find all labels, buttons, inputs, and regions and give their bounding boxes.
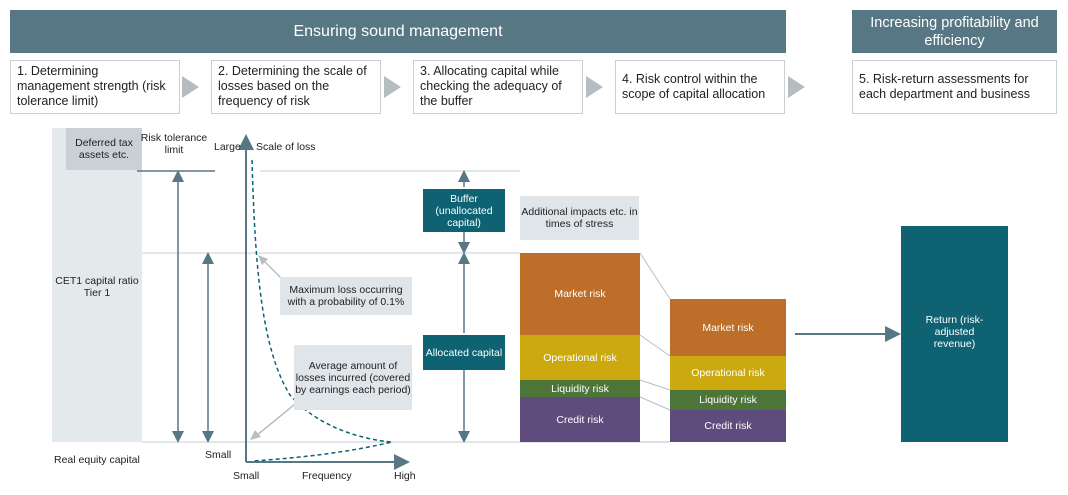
axis-scale-of-loss-label: Scale of loss [256, 141, 316, 153]
step-1-box: 1. Determining management strength (risk… [10, 60, 180, 114]
step-3-box: 3. Allocating capital while checking the… [413, 60, 583, 114]
step-2-box: 2. Determining the scale of losses based… [211, 60, 381, 114]
stress-impact-text: Additional impacts etc. in times of stre… [521, 206, 638, 230]
liquidity-risk-label: Liquidity risk [699, 394, 757, 406]
market-risk-label: Market risk [554, 288, 606, 300]
step-1-text: 1. Determining management strength (risk… [17, 64, 166, 108]
max-loss-callout: Maximum loss occurring with a probabilit… [280, 277, 412, 315]
axis-small-x-label: Small [233, 470, 260, 482]
market-risk-label: Market risk [702, 321, 754, 334]
real-equity-label: Real equity capital [54, 454, 140, 466]
banner-main-text: Ensuring sound management [293, 22, 503, 40]
operational-risk-block: Operational risk [670, 356, 786, 390]
risk-tolerance-label: Risk tolerance limit [140, 132, 208, 156]
operational-risk-label: Operational risk [543, 351, 617, 364]
connector-line [639, 379, 671, 391]
axis-small-y-label: Small [205, 449, 232, 461]
return-text: Return (risk-adjusted revenue) [925, 314, 984, 350]
step-arrow-icon [182, 76, 199, 98]
credit-risk-block: Credit risk [670, 410, 786, 442]
stress-impact-box: Additional impacts etc. in times of stre… [520, 196, 639, 240]
liquidity-risk-block: Liquidity risk [670, 390, 786, 410]
deferred-tax-box: Deferred tax assets etc. [66, 128, 142, 170]
buffer-text: Buffer (unallocated capital) [435, 192, 493, 229]
equity-column [52, 128, 142, 442]
buffer-box: Buffer (unallocated capital) [423, 189, 505, 232]
liquidity-risk-block: Liquidity risk [520, 380, 640, 397]
operational-risk-block: Operational risk [520, 335, 640, 380]
allocated-capital-text: Allocated capital [425, 346, 503, 359]
connector-line [639, 334, 671, 357]
axis-large-label: Large [214, 141, 241, 153]
axis-high-label: High [394, 470, 416, 482]
banner-ensuring-sound-management: Ensuring sound management [10, 10, 786, 53]
step-2-text: 2. Determining the scale of losses based… [218, 64, 367, 108]
banner-increasing-profitability: Increasing profitability and efficiency [852, 10, 1057, 53]
step-arrow-icon [384, 76, 401, 98]
avg-loss-text: Average amount of losses incurred (cover… [295, 359, 411, 396]
allocated-capital-box: Allocated capital [423, 335, 505, 370]
deferred-tax-label: Deferred tax assets etc. [75, 137, 133, 161]
market-risk-block: Market risk [520, 253, 640, 335]
step-4-box: 4. Risk control within the scope of capi… [615, 60, 785, 114]
avg-loss-callout: Average amount of losses incurred (cover… [294, 345, 412, 410]
step-arrow-icon [586, 76, 603, 98]
operational-risk-label: Operational risk [691, 367, 765, 379]
banner-side-text: Increasing profitability and efficiency [870, 14, 1039, 49]
credit-risk-label: Credit risk [556, 413, 604, 426]
axis-frequency-label: Frequency [302, 470, 352, 482]
step-5-box: 5. Risk-return assessments for each depa… [852, 60, 1057, 114]
step-3-text: 3. Allocating capital while checking the… [420, 64, 562, 108]
return-box: Return (risk-adjusted revenue) [901, 226, 1008, 442]
step-5-text: 5. Risk-return assessments for each depa… [859, 72, 1030, 101]
credit-risk-label: Credit risk [704, 420, 752, 432]
max-loss-text: Maximum loss occurring with a probabilit… [287, 284, 405, 308]
max-loss-pointer [261, 258, 284, 281]
market-risk-block: Market risk [670, 299, 786, 356]
step-arrow-icon [788, 76, 805, 98]
credit-risk-block: Credit risk [520, 397, 640, 442]
step-4-text: 4. Risk control within the scope of capi… [622, 72, 766, 101]
cet1-label: CET1 capital ratio Tier 1 [55, 275, 139, 299]
liquidity-risk-label: Liquidity risk [551, 382, 609, 395]
connector-line [639, 252, 671, 300]
connector-line [639, 396, 671, 411]
loss-curve [251, 159, 393, 462]
avg-loss-pointer [255, 399, 301, 437]
